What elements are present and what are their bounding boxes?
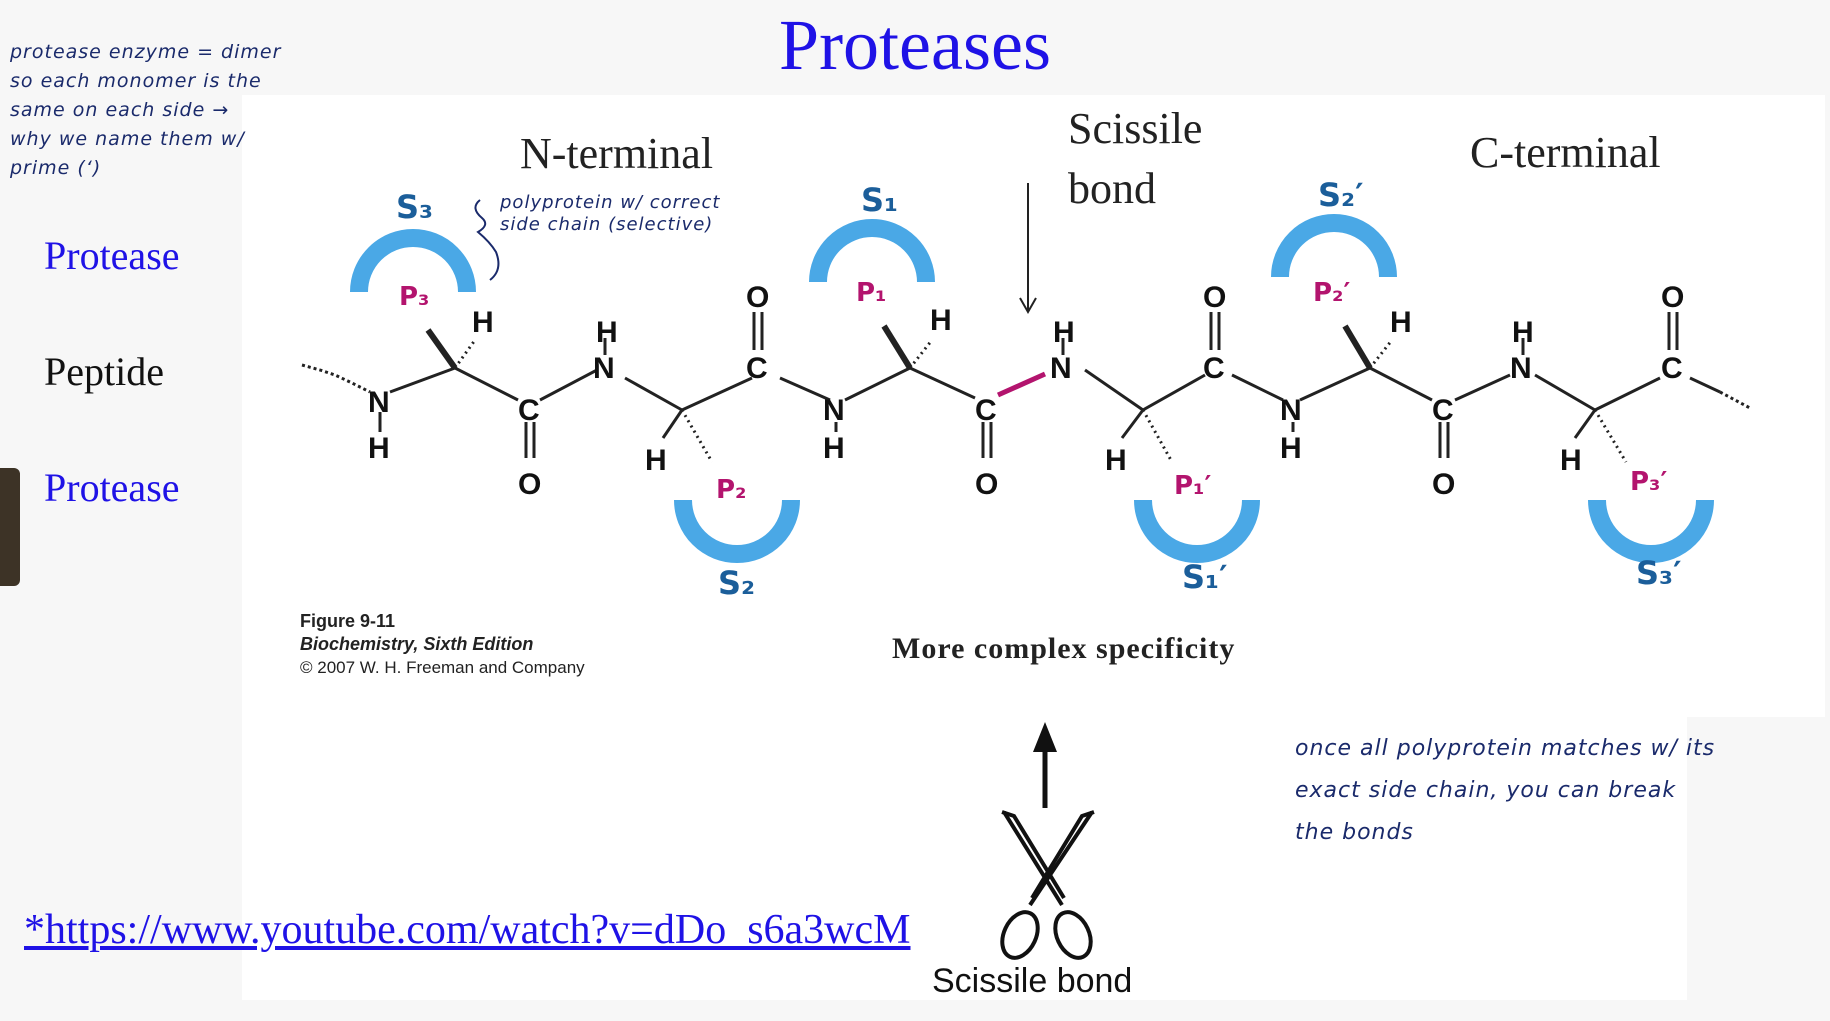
handwritten-note-dimer: protease enzyme = dimer so each monomer … — [10, 38, 340, 183]
svg-text:C: C — [1661, 352, 1683, 385]
scissile-bond-line — [996, 371, 1047, 398]
svg-text:O: O — [518, 468, 541, 501]
svg-text:H: H — [1512, 316, 1534, 349]
left-edge-tab — [0, 468, 20, 586]
peptide-backbone — [301, 312, 1751, 463]
svg-text:N: N — [1050, 352, 1072, 385]
scissile-label-line2: bond — [1068, 164, 1156, 213]
peptide-label: Peptide — [44, 349, 164, 394]
p2p-label: P₂′ — [1313, 278, 1350, 308]
svg-text:N: N — [593, 352, 615, 385]
svg-text:H: H — [823, 432, 845, 465]
p3-label: P₃ — [399, 282, 429, 312]
s1p-label: S₁′ — [1182, 558, 1228, 596]
lower-panel — [242, 717, 1687, 1000]
figure-caption: Figure 9-11 Biochemistry, Sixth Edition … — [300, 610, 585, 679]
svg-text:O: O — [1203, 281, 1226, 314]
scissile-bond-caption: Scissile bond — [932, 962, 1133, 1000]
p1-label: P₁ — [856, 278, 886, 308]
svg-text:H: H — [930, 304, 952, 337]
s1-label: S₁ — [861, 181, 898, 219]
svg-text:C: C — [518, 394, 540, 427]
s2-label: S₂ — [718, 564, 755, 602]
svg-text:C: C — [975, 394, 997, 427]
caption-copyright: © 2007 W. H. Freeman and Company — [300, 658, 585, 677]
scissile-arrow-icon — [1019, 183, 1037, 315]
scissile-label-line1: Scissile — [1068, 104, 1202, 153]
note-line: so each monomer is the — [10, 70, 262, 92]
svg-text:C: C — [746, 352, 768, 385]
scissors-icon — [1000, 810, 1095, 960]
svg-text:H: H — [472, 306, 494, 339]
note-line: the bonds — [1295, 820, 1414, 845]
note-line: prime (‘) — [10, 157, 102, 179]
n-terminal-label: N-terminal — [520, 129, 713, 178]
s1-pocket-arc — [809, 219, 935, 283]
svg-text:N: N — [823, 394, 845, 427]
svg-text:H: H — [1560, 444, 1582, 477]
s3p-label: S₃′ — [1636, 554, 1682, 592]
figure-panel — [242, 95, 1825, 717]
s2p-pocket-arc — [1271, 214, 1397, 278]
svg-text:C: C — [1203, 352, 1225, 385]
svg-text:H: H — [1390, 306, 1412, 339]
note-line: same on each side → — [10, 99, 230, 121]
youtube-link[interactable]: *https://www.youtube.com/watch?v=dDo_s6a… — [24, 907, 911, 953]
s3-label: S₃ — [396, 188, 433, 226]
svg-text:H: H — [1280, 432, 1302, 465]
protease-label-top: Protease — [44, 233, 180, 278]
s3-pocket-arc — [350, 229, 476, 293]
note-line: side chain (selective) — [500, 214, 714, 235]
brace-annotation — [474, 199, 500, 281]
svg-text:O: O — [746, 281, 769, 314]
slide-title: Proteases — [779, 5, 1051, 85]
protease-label-bottom: Protease — [44, 465, 180, 510]
note-line: protease enzyme = dimer — [10, 41, 282, 63]
note-line: polyprotein w/ correct — [500, 192, 721, 213]
s1p-pocket-arc — [1134, 499, 1260, 563]
p1p-label: P₁′ — [1174, 471, 1211, 501]
s2-pocket-arc — [674, 499, 800, 563]
caption-edition: Biochemistry, Sixth Edition — [300, 634, 534, 654]
atom-labels: N H C O H H N H O C N H H C O H N H O C … — [368, 281, 1684, 501]
p2-label: P₂ — [716, 475, 746, 505]
svg-text:H: H — [645, 444, 667, 477]
svg-text:N: N — [1510, 352, 1532, 385]
svg-text:O: O — [1432, 468, 1455, 501]
handwritten-note-selective: polyprotein w/ correct side chain (selec… — [500, 192, 720, 236]
handwritten-note-break-bonds: once all polyprotein matches w/ its exac… — [1295, 728, 1825, 854]
svg-text:H: H — [1053, 316, 1075, 349]
up-arrow-icon — [1033, 722, 1057, 808]
svg-text:C: C — [1432, 394, 1454, 427]
svg-text:H: H — [1105, 444, 1127, 477]
svg-text:N: N — [368, 386, 390, 419]
note-line: exact side chain, you can break — [1295, 778, 1677, 803]
s2p-label: S₂′ — [1318, 176, 1364, 214]
note-line: why we name them w/ — [10, 128, 245, 150]
svg-text:O: O — [975, 468, 998, 501]
svg-text:H: H — [368, 432, 390, 465]
svg-text:H: H — [596, 316, 618, 349]
caption-title: Figure 9-11 — [300, 611, 396, 631]
c-terminal-label: C-terminal — [1470, 128, 1661, 177]
svg-text:N: N — [1280, 394, 1302, 427]
p3p-label: P₃′ — [1630, 467, 1667, 497]
specificity-subcaption: More complex specificity — [892, 632, 1236, 665]
note-line: once all polyprotein matches w/ its — [1295, 736, 1716, 761]
s3p-pocket-arc — [1588, 499, 1714, 563]
svg-text:O: O — [1661, 281, 1684, 314]
